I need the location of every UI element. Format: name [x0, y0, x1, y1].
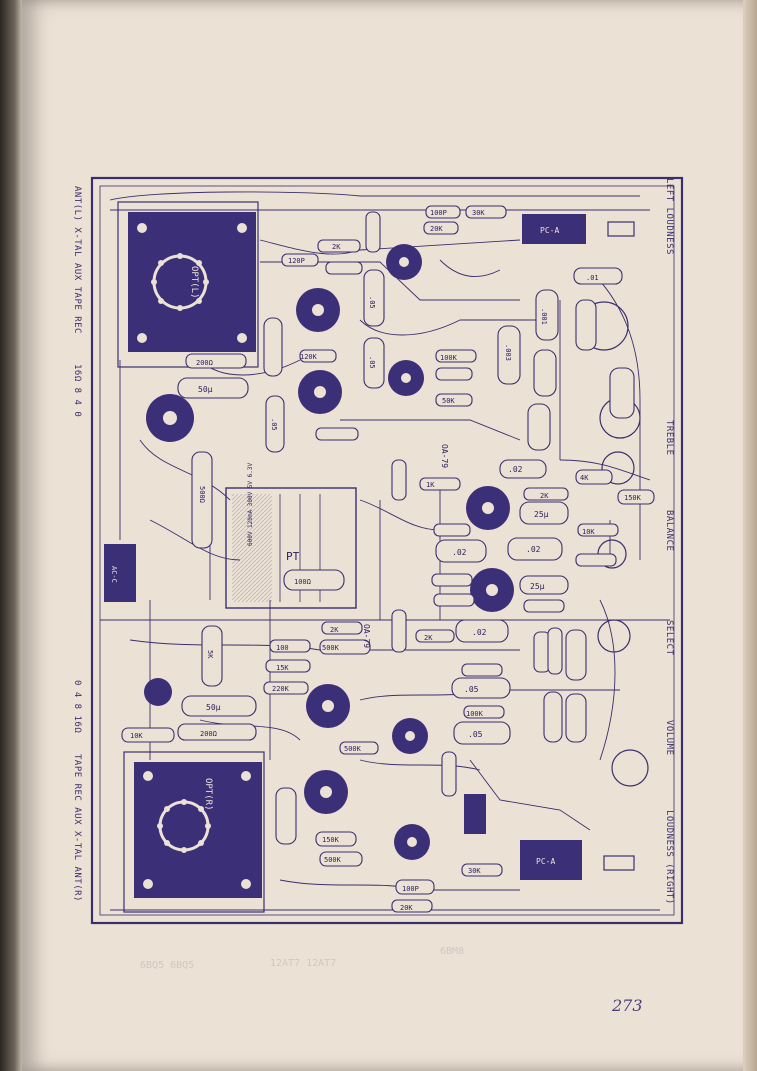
label-pt-taps: 600V 120mA 300V 5V 6.3V [247, 463, 254, 546]
label-oa79-top: OA-79 [440, 444, 449, 468]
label-opt-right: OPT(R) [203, 778, 213, 811]
label-1k: 1K [426, 481, 435, 489]
chassis-outline [90, 176, 684, 925]
label-05-e: .05 [468, 730, 483, 739]
label-100p-top: 100P [430, 209, 447, 217]
opt-left-transformer [117, 201, 259, 368]
label-left-bottom-taps: 0 4 8 16Ω [72, 680, 82, 734]
label-right-volume: VOLUME [664, 720, 674, 756]
label-2k-d: 2K [424, 634, 433, 642]
label-30k: 30K [472, 209, 485, 217]
power-transformer [225, 487, 357, 609]
label-05-a: .05 [368, 296, 376, 309]
terminal-block [464, 794, 486, 834]
page-edge [743, 0, 757, 1071]
label-500k-b: 500K [324, 856, 342, 864]
book-spine [0, 0, 24, 1071]
label-left-bottom-inputs: TAPE REC AUX X-TAL ANT(R) [72, 754, 82, 902]
label-15k: 15K [276, 664, 289, 672]
label-2k-a: 2K [332, 243, 341, 251]
pc-a-bottom-block [520, 840, 582, 880]
label-right-balance: BALANCE [664, 510, 674, 552]
label-right-bottom: LOUDNESS (RIGHT) [664, 810, 674, 905]
ghost-text: 12AT7 12AT7 [270, 958, 337, 969]
label-05-c: .05 [270, 418, 278, 431]
label-right-select: SELECT [664, 620, 674, 656]
label-150k: 150K [322, 836, 340, 844]
label-50k: 50K [442, 397, 455, 405]
label-100ohm-pt: 100Ω [294, 578, 311, 586]
label-500k-c: 500K [344, 745, 362, 753]
label-120k: 120K [300, 353, 318, 361]
label-10k-a: 10K [130, 732, 143, 740]
label-220k: 220K [272, 685, 290, 693]
tube-socket-centers [163, 257, 498, 847]
label-50u-bottom: 50μ [206, 703, 221, 712]
label-2k-c: 2K [330, 626, 339, 634]
chassis-inner-outline [99, 185, 675, 916]
label-pt: PT [286, 550, 300, 563]
label-right-top: LEFT LOUDNESS [664, 178, 674, 255]
label-left-top-inputs: ANT(L) X-TAL AUX TAPE REC [72, 186, 82, 334]
opt-right-transformer [123, 751, 265, 913]
label-pc-a-top: PC-A [540, 226, 559, 235]
ac-c-block [104, 544, 136, 602]
label-120p: 120P [288, 257, 305, 265]
label-05-d: .05 [464, 685, 479, 694]
label-left-top-taps: 16Ω 8 4 0 [72, 364, 82, 418]
label-500k-a: 500K [322, 644, 340, 652]
label-100k-a: 100K [440, 354, 458, 362]
label-30k-b: 30K [468, 867, 481, 875]
label-02-a: .02 [508, 465, 523, 474]
label-150-c: 150K [624, 494, 642, 502]
label-02-c: .02 [526, 545, 541, 554]
label-ac-c: AC-C [110, 566, 118, 583]
component-labels: OPT(L) OPT(R) PT 600V 120mA 300V 5V 6.3V… [110, 209, 642, 912]
label-500ohm: 500Ω [198, 486, 206, 503]
label-02-b: .02 [452, 548, 467, 557]
label-01-a: .01 [586, 274, 599, 282]
label-25u-b: 25μ [530, 582, 545, 591]
label-001-a: .001 [540, 308, 548, 325]
label-05-b: .05 [368, 356, 376, 369]
label-2k-b: 2K [540, 492, 549, 500]
label-100k-b: 100K [466, 710, 484, 718]
label-200-bottom: 200Ω [200, 730, 217, 738]
label-02-d: .02 [472, 628, 487, 637]
pc-a-top-block [522, 214, 586, 244]
label-200-top: 200Ω [196, 359, 213, 367]
label-4k: 4K [580, 474, 589, 482]
label-pc-a-bottom: PC-A [536, 857, 555, 866]
label-100p-bottom: 100P [402, 885, 419, 893]
passive-components [121, 205, 655, 913]
label-003-a: .003 [504, 344, 512, 361]
label-opt-left: OPT(L) [189, 266, 199, 299]
ghost-text: 6BQ5 6BQ5 [140, 960, 195, 971]
label-5k: 5K [206, 650, 214, 659]
ghost-text: 6BM8 [440, 946, 465, 957]
label-10k-b: 10K [582, 528, 595, 536]
label-100: 100 [276, 644, 289, 652]
label-50u-top: 50μ [198, 385, 213, 394]
page-number: 273 [612, 996, 643, 1015]
label-20k-top: 20K [430, 225, 443, 233]
label-25u-a: 25μ [534, 510, 549, 519]
label-oa79-bottom: OA-79 [362, 624, 371, 648]
label-20k-bottom: 20K [400, 904, 413, 912]
label-right-treble: TREBLE [664, 420, 674, 456]
